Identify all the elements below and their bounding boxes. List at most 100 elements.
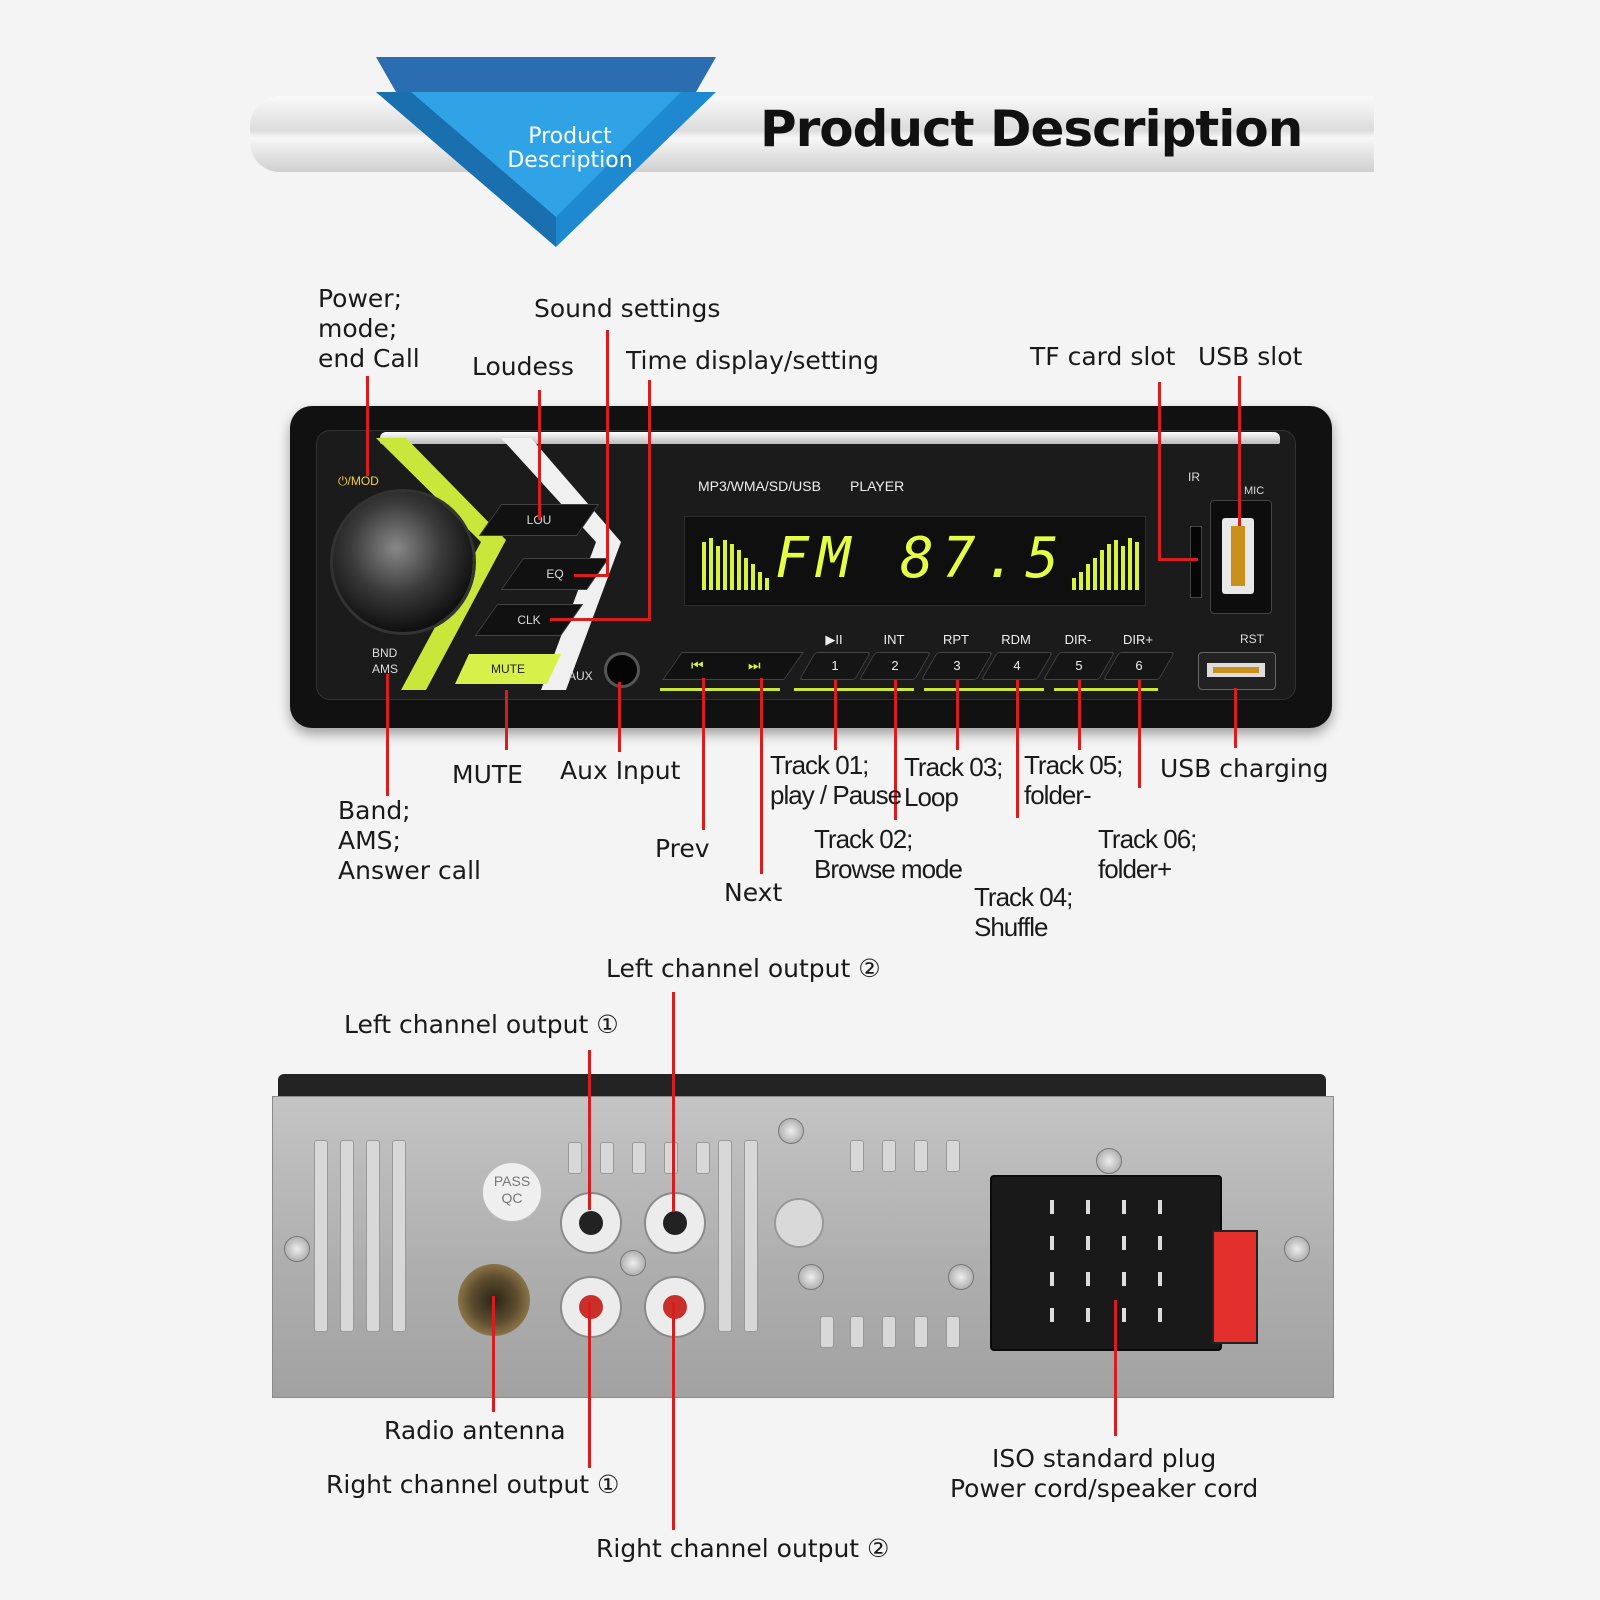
callout-line: [588, 1050, 591, 1210]
vent-slot: [882, 1316, 896, 1348]
callout-line: [606, 330, 609, 576]
lcd-display: [684, 516, 1146, 606]
iso-pin: [1158, 1200, 1162, 1214]
callout-line: [505, 690, 508, 750]
iso-pin: [1086, 1308, 1090, 1322]
callout-radio-antenna: Radio antenna: [384, 1416, 566, 1445]
preset-key-2[interactable]: 2: [858, 652, 932, 680]
iso-pin: [1122, 1308, 1126, 1322]
rca-right-1[interactable]: [560, 1276, 622, 1338]
iso-pin: [1122, 1236, 1126, 1250]
eq-bar: [1135, 542, 1139, 590]
eq-bar: [758, 572, 762, 590]
callout-line: [760, 678, 763, 874]
model-text: MP3/WMA/SD/USB: [698, 478, 821, 494]
callout-mute: MUTE: [452, 760, 523, 789]
preset-key-6[interactable]: 6: [1102, 652, 1176, 680]
prev-next-rocker: [662, 652, 804, 680]
callout-usb-slot: USB slot: [1198, 342, 1303, 371]
eq-bar: [1093, 558, 1097, 590]
callout-line: [538, 390, 541, 520]
eq-bar: [1100, 550, 1104, 590]
player-text: PLAYER: [850, 478, 905, 494]
vent-slot: [664, 1142, 678, 1174]
screw-icon: [798, 1264, 824, 1290]
accent-glow: [1054, 688, 1158, 691]
callout-line: [1238, 376, 1241, 526]
vent-slot: [600, 1142, 614, 1174]
rca-left-2[interactable]: [644, 1192, 706, 1254]
callout-prev: Prev: [655, 834, 710, 863]
vent-slot: [946, 1316, 960, 1348]
callout-line: [1016, 680, 1019, 818]
accent-glow: [924, 688, 1044, 691]
lcd-frequency: FM 87.5: [775, 526, 1068, 591]
callout-line: [894, 680, 897, 820]
iso-connector[interactable]: [990, 1175, 1222, 1351]
callout-line: [550, 618, 651, 621]
prev-button[interactable]: ⏮: [691, 657, 704, 673]
screw-icon: [620, 1250, 646, 1276]
pass-qc-sticker: PASS QC: [482, 1162, 542, 1222]
eq-bar: [1121, 546, 1125, 590]
mic-text: MIC: [1244, 485, 1265, 497]
screw-icon: [1284, 1236, 1310, 1262]
screw-icon: [284, 1236, 310, 1262]
usb-slot[interactable]: [1222, 518, 1254, 594]
callout-line: [672, 1302, 675, 1530]
callout-track04: Track 04; Shuffle: [974, 882, 1073, 942]
vent-slot: [632, 1142, 646, 1174]
mute-button[interactable]: MUTE: [455, 654, 561, 684]
iso-pin: [1086, 1272, 1090, 1286]
usb-charging-port[interactable]: [1198, 652, 1276, 690]
eq-bar: [1086, 564, 1090, 590]
eq-bar: [1079, 572, 1083, 590]
callout-line: [956, 680, 959, 750]
callout-line: [1114, 1300, 1117, 1436]
iso-pin: [1158, 1272, 1162, 1286]
rst-text: RST: [1240, 632, 1264, 646]
vent-slot: [568, 1142, 582, 1174]
vent-slot: [314, 1140, 328, 1332]
eq-bar: [1114, 540, 1118, 590]
vent-slot: [850, 1316, 864, 1348]
preset-key-caption: RDM: [1001, 632, 1031, 647]
eq-bar: [702, 542, 706, 590]
iso-pin: [1122, 1200, 1126, 1214]
callout-track02: Track 02; Browse mode: [814, 824, 963, 884]
callout-track06: Track 06; folder+: [1098, 824, 1197, 884]
next-button[interactable]: ⏭: [748, 657, 761, 673]
callout-line: [672, 992, 675, 1212]
vent-slot: [914, 1316, 928, 1348]
callout-usb-charging: USB charging: [1160, 754, 1329, 783]
callout-line: [1234, 688, 1237, 748]
rca-right-2[interactable]: [644, 1276, 706, 1338]
volume-knob[interactable]: [333, 492, 473, 632]
preset-key-caption: INT: [883, 632, 905, 647]
callout-track01: Track 01; play / Pause: [770, 750, 902, 810]
callout-right-output-1: Right channel output ①: [326, 1470, 620, 1499]
eq-bar: [1107, 544, 1111, 590]
eq-bar: [765, 578, 769, 590]
preset-key-caption: DIR-: [1064, 632, 1092, 647]
ams-text: AMS: [372, 662, 399, 676]
iso-pin: [1158, 1236, 1162, 1250]
tf-card-slot[interactable]: [1190, 526, 1202, 598]
eq-bar: [744, 558, 748, 590]
rca-left-1[interactable]: [560, 1192, 622, 1254]
callout-left-output-1: Left channel output ①: [344, 1010, 619, 1039]
accent-glow: [794, 688, 914, 691]
ir-text: IR: [1188, 470, 1200, 484]
preset-key-4[interactable]: 4: [980, 652, 1054, 680]
callout-tf-card: TF card slot: [1030, 342, 1176, 371]
eq-bar: [723, 540, 727, 590]
callout-sound-settings: Sound settings: [534, 294, 721, 323]
callout-line: [1138, 680, 1141, 788]
eq-bar: [737, 550, 741, 590]
front-chrome-strip: [380, 432, 1280, 444]
aux-jack[interactable]: [604, 652, 640, 688]
vent-slot: [820, 1316, 834, 1348]
eq-bar: [730, 544, 734, 590]
eq-bar: [1072, 578, 1076, 590]
callout-line: [702, 678, 705, 830]
